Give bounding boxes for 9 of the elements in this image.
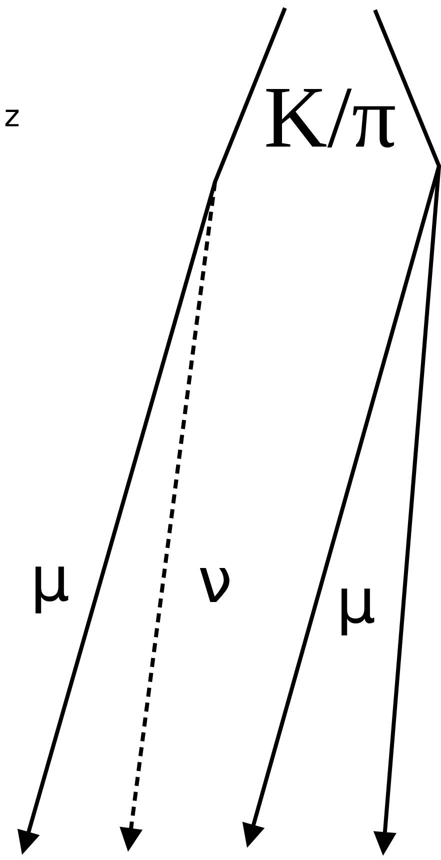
vertex-point bbox=[437, 164, 441, 168]
edge-label: μ bbox=[342, 588, 374, 636]
vertex-point bbox=[213, 180, 217, 184]
edge-label: ν bbox=[200, 568, 230, 602]
particle-label: z bbox=[5, 110, 19, 126]
particle-label: K/π bbox=[266, 88, 395, 148]
edge-label: μ bbox=[36, 566, 68, 614]
particle-track bbox=[213, 7, 287, 183]
particle-track bbox=[373, 9, 441, 167]
